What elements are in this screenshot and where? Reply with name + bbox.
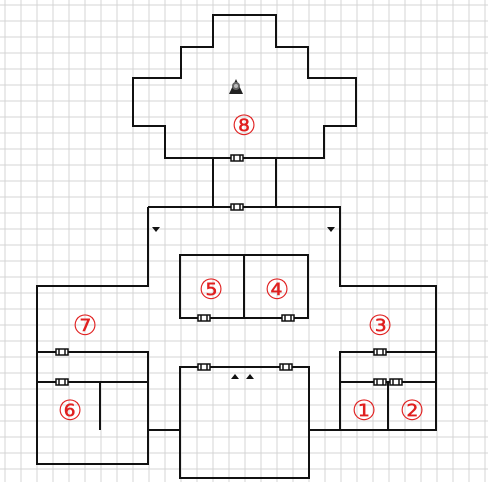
room-8-walls [132,14,357,159]
door-south-room-west [197,363,211,371]
door-room-7 [55,348,69,356]
hooded-figure-icon [229,79,243,94]
door-south-room-east [279,363,293,371]
room-label-4: ④ [264,273,289,306]
room-label-6: ⑥ [57,394,82,427]
door-room8-corridor [230,154,244,162]
triangle-up-icon [231,374,239,379]
room-2-walls [387,381,437,431]
south-room-walls [179,366,310,430]
door-room-3 [373,348,387,356]
door-room-5 [197,314,211,322]
door-room-2 [389,378,403,386]
room-label-3: ③ [367,309,392,342]
room-label-8: ⑧ [231,109,256,142]
triangle-up-icon [246,374,254,379]
room-label-5: ⑤ [198,273,223,306]
room-label-1: ① [351,394,376,427]
door-room-4 [281,314,295,322]
triangle-down-icon [327,227,335,232]
door-room-1 [373,378,387,386]
room-6-walls [37,381,149,430]
triangle-down-icon [152,227,160,232]
markers [152,227,335,379]
room-labels: ⑧ ⑤ ④ ⑦ ③ ⑥ ① ② [57,109,424,427]
door-corridor-hall [230,203,244,211]
north-corridor-walls [212,158,277,207]
doors [55,154,403,386]
door-room-6 [55,378,69,386]
walls [36,14,437,479]
room-label-7: ⑦ [72,309,97,342]
room-label-2: ② [399,394,424,427]
room-4-walls [243,254,309,319]
